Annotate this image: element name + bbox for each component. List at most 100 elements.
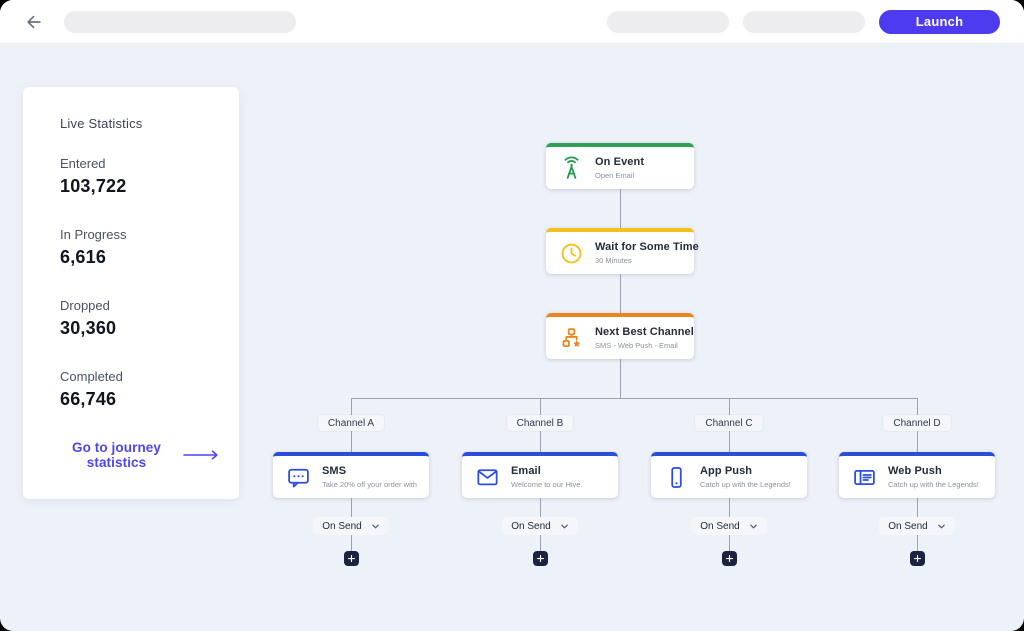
add-step-button[interactable]	[532, 551, 548, 566]
trigger-dropdown[interactable]: On Send	[313, 517, 389, 535]
journey-statistics-link-label: Go to journey statistics	[71, 440, 162, 470]
node-title: Wait for Some Time	[595, 241, 699, 253]
connector-line	[619, 359, 621, 398]
node-web-push[interactable]: Web Push Catch up with the Legends!	[839, 452, 995, 498]
smartphone-icon	[664, 465, 689, 490]
branch-channel-b: Channel B Email Welcome to our Hive. On …	[462, 398, 618, 566]
clock-icon	[559, 241, 584, 266]
chevron-down-icon	[371, 522, 380, 531]
connector-line	[539, 431, 541, 452]
journey-statistics-link[interactable]: Go to journey statistics	[60, 440, 219, 470]
connector-line	[350, 535, 352, 551]
trigger-label: On Send	[511, 520, 551, 532]
node-title: On Event	[595, 156, 645, 168]
toolbar-skeleton-2	[743, 10, 865, 33]
toolbar-skeleton-1	[607, 10, 729, 33]
connector-line	[619, 274, 621, 313]
channel-badge: Channel D	[883, 415, 951, 431]
branch-split-line	[351, 398, 918, 399]
connector-line	[350, 398, 352, 415]
stat-completed: Completed 66,746	[60, 369, 219, 410]
node-text: App Push Catch up with the Legends!	[700, 465, 791, 489]
node-text: SMS Take 20% off your order with code ..…	[322, 465, 419, 489]
browser-window-icon	[852, 465, 877, 490]
trigger-dropdown[interactable]: On Send	[879, 517, 955, 535]
node-subtitle: Catch up with the Legends!	[700, 480, 791, 489]
node-wait[interactable]: Wait for Some Time 30 Minutes	[546, 228, 699, 274]
connector-line	[728, 398, 730, 415]
node-text: Web Push Catch up with the Legends!	[888, 465, 979, 489]
node-title: App Push	[700, 465, 753, 477]
add-step-button[interactable]	[909, 551, 925, 566]
connector-line	[728, 535, 730, 551]
broadcast-icon	[559, 155, 584, 181]
plus-icon	[347, 554, 356, 563]
trigger-label: On Send	[700, 520, 740, 532]
stat-label: Dropped	[60, 298, 110, 313]
main-flow-column: On Event Open Email Wait for Some Time 3…	[546, 143, 699, 398]
node-title: Email	[511, 465, 541, 477]
stat-value: 30,360	[60, 318, 117, 338]
stat-label: Entered	[60, 156, 106, 171]
connector-line	[916, 535, 918, 551]
branch-channel-a: Channel A SMS Take 20% off your order wi…	[273, 398, 429, 566]
node-on-event[interactable]: On Event Open Email	[546, 143, 694, 189]
node-sms[interactable]: SMS Take 20% off your order with code ..…	[273, 452, 429, 498]
connector-line	[539, 398, 541, 415]
arrow-right-icon	[183, 449, 219, 461]
chevron-down-icon	[749, 522, 758, 531]
arrow-left-icon	[24, 12, 44, 32]
node-text: Next Best Channel SMS - Web Push - Email	[595, 326, 694, 350]
stat-dropped: Dropped 30,360	[60, 298, 219, 339]
stat-label: In Progress	[60, 227, 127, 242]
envelope-icon	[475, 465, 500, 490]
connector-line	[916, 431, 918, 452]
branch-channel-c: Channel C App Push Catch up with the Leg…	[651, 398, 807, 566]
connector-line	[619, 189, 621, 228]
plus-icon	[913, 554, 922, 563]
node-subtitle: SMS - Web Push - Email	[595, 341, 678, 350]
trigger-dropdown[interactable]: On Send	[691, 517, 767, 535]
stat-in-progress: In Progress 6,616	[60, 227, 219, 268]
connector-line	[350, 431, 352, 452]
node-subtitle: Welcome to our Hive.	[511, 480, 583, 489]
node-title: SMS	[322, 465, 347, 477]
node-title: Web Push	[888, 465, 942, 477]
chevron-down-icon	[937, 522, 946, 531]
node-next-best-channel[interactable]: Next Best Channel SMS - Web Push - Email	[546, 313, 694, 359]
node-text: Wait for Some Time 30 Minutes	[595, 241, 699, 265]
trigger-dropdown[interactable]: On Send	[502, 517, 578, 535]
connector-line	[916, 498, 918, 517]
node-app-push[interactable]: App Push Catch up with the Legends!	[651, 452, 807, 498]
stat-label: Completed	[60, 369, 123, 384]
sitemap-star-icon	[559, 326, 584, 351]
plus-icon	[725, 554, 734, 563]
connector-line	[728, 498, 730, 517]
stat-value: 6,616	[60, 247, 107, 267]
connector-line	[728, 431, 730, 452]
live-statistics-panel: Live Statistics Entered 103,722 In Progr…	[23, 87, 239, 499]
journey-title-skeleton	[64, 10, 296, 33]
channel-badge: Channel C	[695, 415, 763, 431]
node-subtitle: Open Email	[595, 171, 635, 180]
connector-line	[350, 498, 352, 517]
trigger-label: On Send	[888, 520, 928, 532]
channel-badge: Channel A	[317, 415, 385, 431]
topbar: Launch	[0, 0, 1024, 44]
add-step-button[interactable]	[343, 551, 359, 566]
add-step-button[interactable]	[721, 551, 737, 566]
node-title: Next Best Channel	[595, 326, 694, 338]
node-text: On Event Open Email	[595, 156, 644, 180]
back-button[interactable]	[20, 8, 48, 36]
launch-button[interactable]: Launch	[879, 9, 1000, 34]
stat-value: 103,722	[60, 176, 127, 196]
trigger-label: On Send	[322, 520, 362, 532]
stat-value: 66,746	[60, 389, 117, 409]
node-email[interactable]: Email Welcome to our Hive.	[462, 452, 618, 498]
chat-bubble-icon	[286, 465, 311, 490]
stat-entered: Entered 103,722	[60, 156, 219, 197]
node-subtitle: 30 Minutes	[595, 256, 632, 265]
node-text: Email Welcome to our Hive.	[511, 465, 583, 489]
chevron-down-icon	[560, 522, 569, 531]
